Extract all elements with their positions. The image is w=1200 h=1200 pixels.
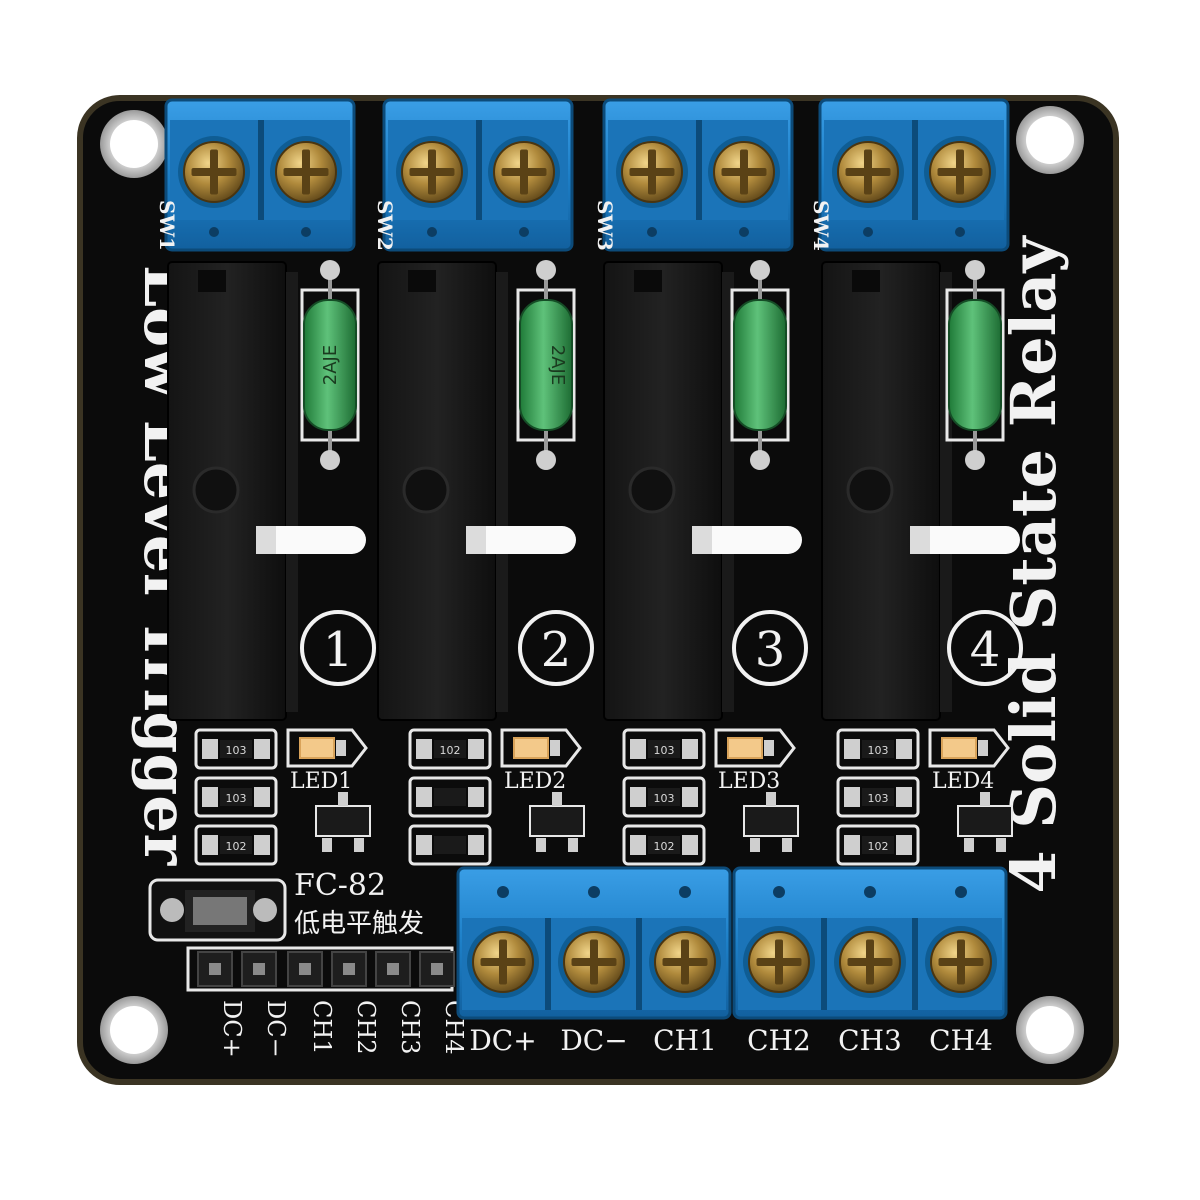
resistor-code: 102 [868,840,889,853]
switch-label: SW4 [809,200,833,251]
relay-modules [167,261,1020,721]
power-terminals: DC+ DC− CH1 CH2 CH3 CH4 [456,866,1008,1057]
led-label: LED4 [932,769,994,794]
product-title: 4 Solid State Relay [997,235,1070,894]
power-terminal-block-1 [456,866,732,1020]
terminal-label: CH4 [929,1024,993,1057]
power-terminal-block-2 [732,866,1008,1020]
led-label: LED1 [290,769,352,794]
ssr-relay-2 [377,261,576,721]
header-pin-label: CH3 [396,1000,424,1055]
screw-icon [743,926,815,998]
screw-icon [834,926,906,998]
fuses: 2AJE 2AJE [300,260,1005,470]
resistor-code: 103 [654,792,675,805]
svg-text:2: 2 [541,622,572,678]
screw-icon [178,136,250,208]
relay-number-2: 2 [518,610,594,686]
switch-label: SW3 [593,200,617,251]
terminal-label: DC+ [469,1024,536,1057]
svg-text:3: 3 [755,622,786,678]
screw-icon [467,926,539,998]
screw-icon [924,136,996,208]
ssr-relay-4 [821,261,1020,721]
header-pin-label: CH2 [352,1000,380,1055]
resistor-code: 103 [226,744,247,757]
channel-circuit-4: 103 103 102 LED4 [836,728,1013,866]
switch-label: SW2 [373,200,397,251]
screw-icon [925,926,997,998]
model-cn-label: 低电平触发 [294,909,424,939]
svg-text:1: 1 [323,622,354,678]
switch-terminal-1 [164,98,356,252]
terminal-label: DC− [560,1024,627,1057]
fuse-3 [730,260,790,470]
svg-text:4: 4 [970,622,1001,678]
resistor-code: 103 [654,744,675,757]
terminal-label: CH2 [747,1024,811,1057]
channel-circuit-3: 103 103 102 LED3 [622,728,799,866]
screw-icon [649,926,721,998]
relay-number-1: 1 [300,610,376,686]
resistor-code: 102 [654,840,675,853]
resistor-code: 103 [868,744,889,757]
ssr-relay-1 [167,261,366,721]
header-pin-label: DC+ [218,1000,246,1058]
screw-icon [488,136,560,208]
screw-icon [616,136,688,208]
screw-icon [832,136,904,208]
resistor-code: 103 [868,792,889,805]
model-label: FC-82 [294,868,386,903]
mounting-holes [100,106,1084,1064]
relay-number-4: 4 [947,610,1023,686]
switch-label: SW1 [155,200,179,251]
smd-components: 103103102LED1102LED2103103102LED31031031… [194,728,1013,866]
relay-number-3: 3 [732,610,808,686]
switch-terminal-2 [382,98,574,252]
fuse-2: 2AJE [516,260,576,470]
led-label: LED2 [504,769,566,794]
screw-icon [396,136,468,208]
switch-terminals: SW1 SW2 SW3 SW4 [155,98,1010,252]
relay-numbers: 1 2 3 4 [300,610,1023,686]
screw-icon [558,926,630,998]
header-pin [197,951,233,987]
channel-circuit-1: 103 103 102 LED1 [194,728,371,866]
fuse-1: 2AJE [300,260,360,470]
switch-terminal-3 [602,98,794,252]
fuse-4 [945,260,1005,470]
header-pin-label: DC− [262,1000,290,1058]
switch-terminal-4 [818,98,1010,252]
led-label: LED3 [718,769,780,794]
resistor-code: 103 [226,792,247,805]
jumper-block [148,878,287,942]
terminal-label: CH3 [838,1024,902,1057]
fuse-marking: 2AJE [547,345,568,385]
screw-icon [708,136,780,208]
header-pin [375,951,411,987]
terminal-label: CH1 [653,1024,717,1057]
fuse-marking: 2AJE [320,345,341,385]
screw-icon [270,136,342,208]
resistor-code: 102 [226,840,247,853]
header-pin-label: CH1 [308,1000,336,1055]
resistor-code: 102 [440,744,461,757]
